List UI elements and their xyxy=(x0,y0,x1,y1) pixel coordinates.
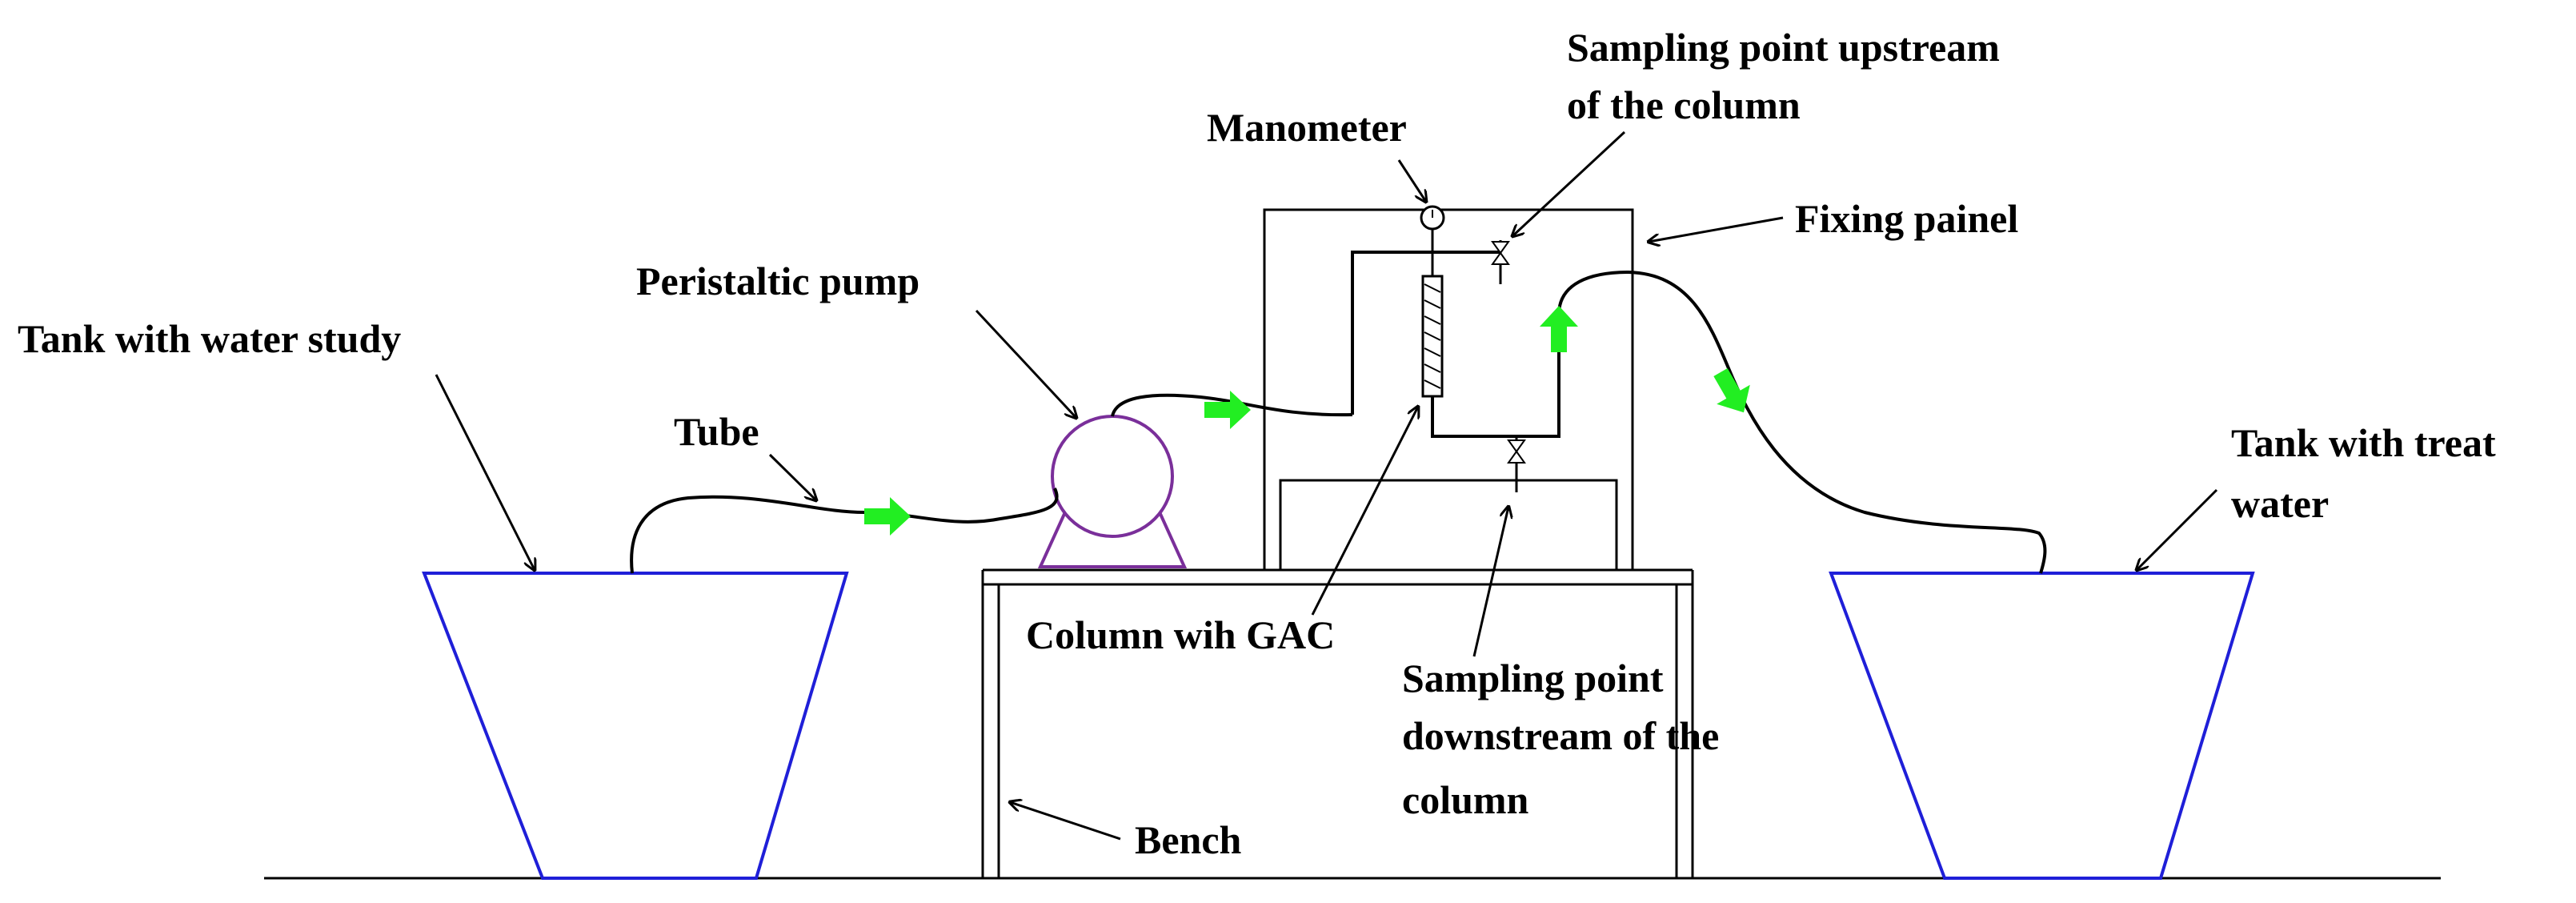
label-peristaltic-pump: Peristaltic pump xyxy=(636,259,919,303)
upstream-valve-icon xyxy=(1491,240,1510,284)
label-column-with-gac: Column wih GAC xyxy=(1026,612,1335,657)
leader-pump xyxy=(975,309,1076,418)
flow-arrow-icon xyxy=(864,497,911,536)
leader-tube xyxy=(768,453,816,500)
label-sampling-downstream-2: downstream of the xyxy=(1402,713,1719,758)
leader-column xyxy=(1311,407,1418,616)
panel-to-column-pipe xyxy=(1351,251,1432,415)
peristaltic-pump xyxy=(1037,415,1188,568)
leader-bench xyxy=(1010,802,1121,841)
leader-tank-in xyxy=(435,374,535,570)
column-bottom-pipe xyxy=(1431,372,1560,438)
label-sampling-downstream-3: column xyxy=(1402,777,1529,822)
tank-with-treated-water xyxy=(1829,572,2255,880)
flow-arrow-icon xyxy=(1204,391,1251,429)
label-manometer: Manometer xyxy=(1207,105,1407,150)
label-tube: Tube xyxy=(674,409,759,454)
downstream-valve-icon xyxy=(1507,436,1526,492)
leader-tank-out xyxy=(2137,488,2218,570)
label-fixing-painel: Fixing painel xyxy=(1795,196,2018,241)
gac-column xyxy=(1421,252,1444,398)
label-sampling-upstream-1: Sampling point upstream xyxy=(1567,25,2000,70)
pump-to-panel-tube xyxy=(1111,393,1353,417)
label-sampling-upstream-2: of the column xyxy=(1567,82,1801,127)
leader-manometer xyxy=(1397,159,1426,202)
outlet-tube xyxy=(1557,270,2047,574)
leader-sampling-up xyxy=(1512,130,1626,236)
flow-arrow-icon xyxy=(1540,306,1578,352)
panel-base-box xyxy=(1279,479,1618,572)
tank-with-water-study xyxy=(422,572,849,880)
label-tank-with-water-study: Tank with water study xyxy=(18,316,401,361)
label-sampling-downstream-1: Sampling point xyxy=(1402,656,1664,700)
label-tank-with-treat-1: Tank with treat xyxy=(2231,420,2496,465)
fixing-panel xyxy=(1263,208,1634,572)
leader-fixing xyxy=(1649,216,1784,242)
inlet-tube xyxy=(630,488,1059,574)
label-bench: Bench xyxy=(1135,817,1242,862)
label-tank-with-treat-2: water xyxy=(2231,481,2329,526)
flow-arrow-icon xyxy=(1713,368,1750,413)
pressure-gauge-icon xyxy=(1420,205,1445,252)
leader-sampling-down xyxy=(1472,507,1508,657)
